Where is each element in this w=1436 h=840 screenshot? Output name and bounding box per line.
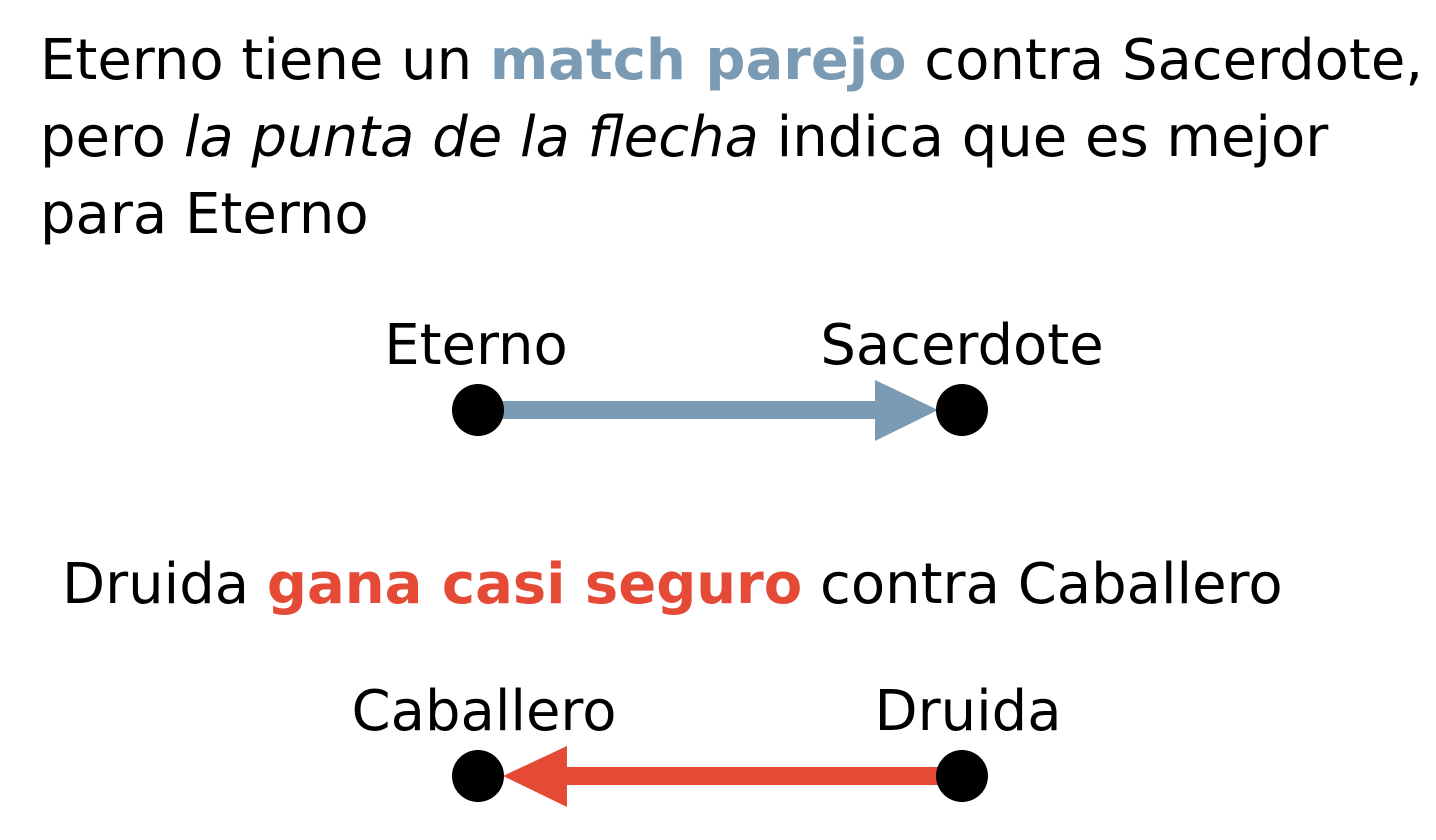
node-sacerdote: [936, 384, 988, 436]
node-caballero: [452, 750, 504, 802]
intro-part-2: contra Sacerdote,: [906, 28, 1424, 93]
intro-line-2: pero la punta de la flecha indica que es…: [40, 99, 1423, 176]
intro-line-2-end: indica que es mejor: [758, 105, 1329, 170]
node-druida: [936, 750, 988, 802]
intro-line-1: Eterno tiene un match parejo contra Sace…: [40, 22, 1423, 99]
arrow-shaft-win: [562, 767, 962, 785]
second-text: Druida gana casi seguro contra Caballero: [62, 546, 1283, 623]
intro-part-1: Eterno tiene un: [40, 28, 490, 93]
arrow-head-win: [503, 746, 567, 807]
node-eterno: [452, 384, 504, 436]
label-druida: Druida: [874, 679, 1062, 744]
arrow-shaft-even: [478, 401, 880, 419]
intro-line-2-start: pero: [40, 105, 184, 170]
label-eterno: Eterno: [384, 313, 568, 378]
second-part-2: contra Caballero: [802, 552, 1283, 617]
even-match-highlight: match parejo: [489, 28, 907, 93]
label-caballero: Caballero: [351, 679, 617, 744]
arrow-head-even: [875, 380, 938, 441]
intro-text: Eterno tiene un match parejo contra Sace…: [40, 22, 1423, 253]
intro-line-3: para Eterno: [40, 182, 369, 247]
second-part-1: Druida: [62, 552, 267, 617]
sure-win-highlight: gana casi seguro: [266, 552, 803, 617]
arrow-tip-italic: la punta de la flecha: [183, 105, 759, 170]
label-sacerdote: Sacerdote: [820, 313, 1104, 378]
